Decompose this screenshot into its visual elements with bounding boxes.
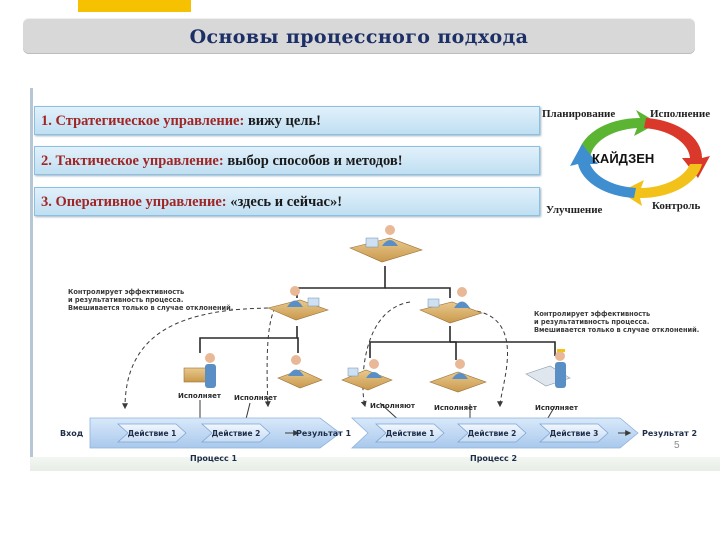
p2-result-label: Результат 2 <box>642 429 698 438</box>
kaizen-improvement-label: Улучшение <box>546 204 603 216</box>
process-approach-diagram: 1. Стратегическое управление: вижу цель!… <box>30 88 720 471</box>
level-strategic-label: Стратегическое управление: <box>55 113 245 129</box>
level-operational: 3. Оперативное управление: «здесь и сейч… <box>34 187 540 216</box>
process-2-name: Процесс 2 <box>470 454 518 463</box>
level-strategic: 1. Стратегическое управление: вижу цель! <box>34 106 540 135</box>
executor-label-2: Исполняет <box>234 394 277 402</box>
kaizen-arrow-yellow <box>620 164 702 206</box>
page-title: Основы процессного подхода <box>189 26 529 48</box>
level-tactical-label: Тактическое управление: <box>55 153 224 169</box>
executor-3 <box>341 359 393 391</box>
level-tactical-text: выбор способов и методов! <box>227 153 403 169</box>
p1-action-2-label: Действие 2 <box>211 429 261 438</box>
level-strategic-number: 1. <box>41 113 52 129</box>
control-note-left: Контролирует эффективность и результатив… <box>68 288 234 312</box>
diagram-left-border <box>30 88 33 471</box>
process-1-flow <box>89 417 341 449</box>
kaizen-arrow-green <box>578 110 658 160</box>
executor-label-3: Исполняют <box>370 402 415 410</box>
level-operational-label: Оперативное управление: <box>55 194 227 210</box>
page-number: 5 <box>674 440 680 451</box>
flow-input-label: Вход <box>60 429 84 438</box>
manager-top <box>349 225 423 263</box>
level-strategic-text: вижу цель! <box>247 113 321 129</box>
executor-1 <box>183 353 216 388</box>
executor-4 <box>429 359 487 393</box>
kaizen-planning-label: Планирование <box>542 108 616 120</box>
kaizen-arrow-red <box>644 118 710 178</box>
level-tactical: 2. Тактическое управление: выбор способо… <box>34 146 540 175</box>
level-operational-text: «здесь и сейчас»! <box>230 194 343 210</box>
org-connectors <box>199 266 556 360</box>
kaizen-control-label: Контроль <box>652 200 701 212</box>
control-arrows <box>122 301 508 410</box>
executor-label-4: Исполняет <box>434 404 477 412</box>
p1-action-1-label: Действие 1 <box>127 429 177 438</box>
title-banner: Основы процессного подхода <box>23 18 695 54</box>
kaizen-execution-label: Исполнение <box>650 108 711 120</box>
kaizen-arrow-blue <box>570 144 636 198</box>
executor-label-1: Исполняет <box>178 392 221 400</box>
executor-label-5: Исполняет <box>535 404 578 412</box>
title-accent-bar <box>78 0 191 12</box>
p2-action-2-label: Действие 2 <box>467 429 517 438</box>
p1-result-label: Результат 1 <box>296 429 352 438</box>
process-owner-2 <box>419 287 483 324</box>
p2-action-3-label: Действие 3 <box>549 429 599 438</box>
diagram-bottom-band <box>30 457 720 471</box>
process-owner-1 <box>267 286 329 321</box>
kaizen-cycle <box>570 110 710 206</box>
diagram-graphics <box>89 110 710 449</box>
executor-5 <box>525 349 571 388</box>
level-operational-number: 3. <box>41 194 52 210</box>
process-1-name: Процесс 1 <box>190 454 238 463</box>
level-tactical-number: 2. <box>41 153 52 169</box>
process-2-flow <box>350 417 639 449</box>
control-note-right: Контролирует эффективность и результатив… <box>534 310 700 334</box>
p2-action-1-label: Действие 1 <box>385 429 435 438</box>
executor-2 <box>277 355 323 389</box>
kaizen-center-label: КАЙДЗЕН <box>592 151 655 166</box>
